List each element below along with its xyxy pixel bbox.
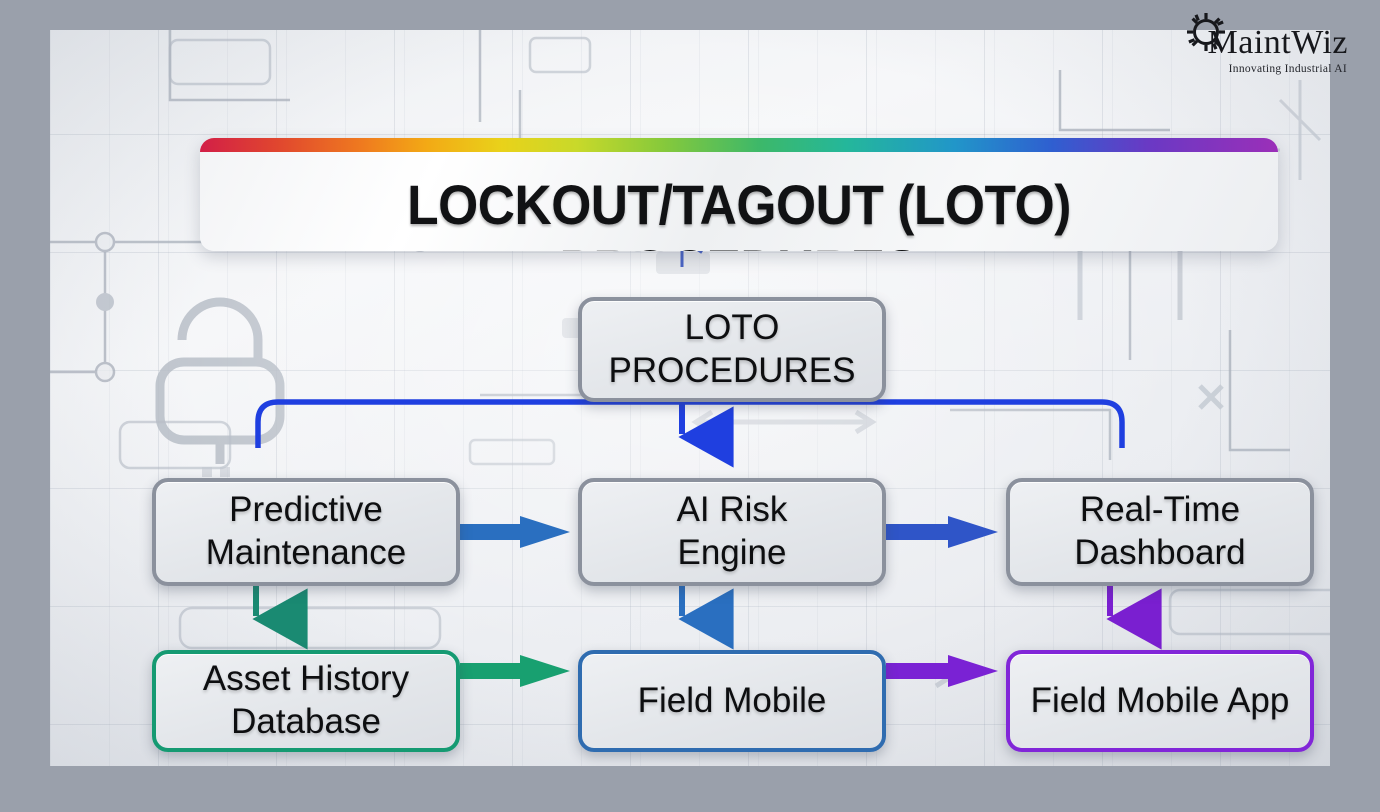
node-label: AI Risk Engine <box>676 490 788 572</box>
node-label: Field Mobile App <box>1030 680 1290 720</box>
node-label: LOTO PROCEDURES <box>608 307 856 390</box>
node-label: Asset History Database <box>202 659 410 741</box>
title-banner: LOCKOUT/TAGOUT (LOTO) PROCEDURES <box>200 138 1278 251</box>
node-label: Real-Time Dashboard <box>1074 490 1246 572</box>
node-field-mobile[interactable]: Field Mobile <box>578 650 886 752</box>
node-field-mobile-app[interactable]: Field Mobile App <box>1006 650 1314 752</box>
brand-name: MaintWiz <box>1207 24 1348 61</box>
gear-icon <box>1187 13 1225 51</box>
node-loto-procedures[interactable]: LOTO PROCEDURES <box>578 297 886 402</box>
brand-tagline: Innovating Industrial AI <box>1228 63 1347 75</box>
page-title: LOCKOUT/TAGOUT (LOTO) PROCEDURES <box>407 173 1071 251</box>
diagram-panel: LOCKOUT/TAGOUT (LOTO) PROCEDURES LOTO PR… <box>50 30 1330 766</box>
node-label: Field Mobile <box>637 680 827 720</box>
node-label: Predictive Maintenance <box>205 490 407 572</box>
node-ai-risk-engine[interactable]: AI Risk Engine <box>578 478 886 586</box>
node-asset-history-database[interactable]: Asset History Database <box>152 650 460 752</box>
brand-logo: MaintWiz Innovating Industrial AI <box>1160 4 1350 90</box>
node-predictive-maintenance[interactable]: Predictive Maintenance <box>152 478 460 586</box>
rainbow-accent-bar <box>200 138 1278 152</box>
node-real-time-dashboard[interactable]: Real-Time Dashboard <box>1006 478 1314 586</box>
